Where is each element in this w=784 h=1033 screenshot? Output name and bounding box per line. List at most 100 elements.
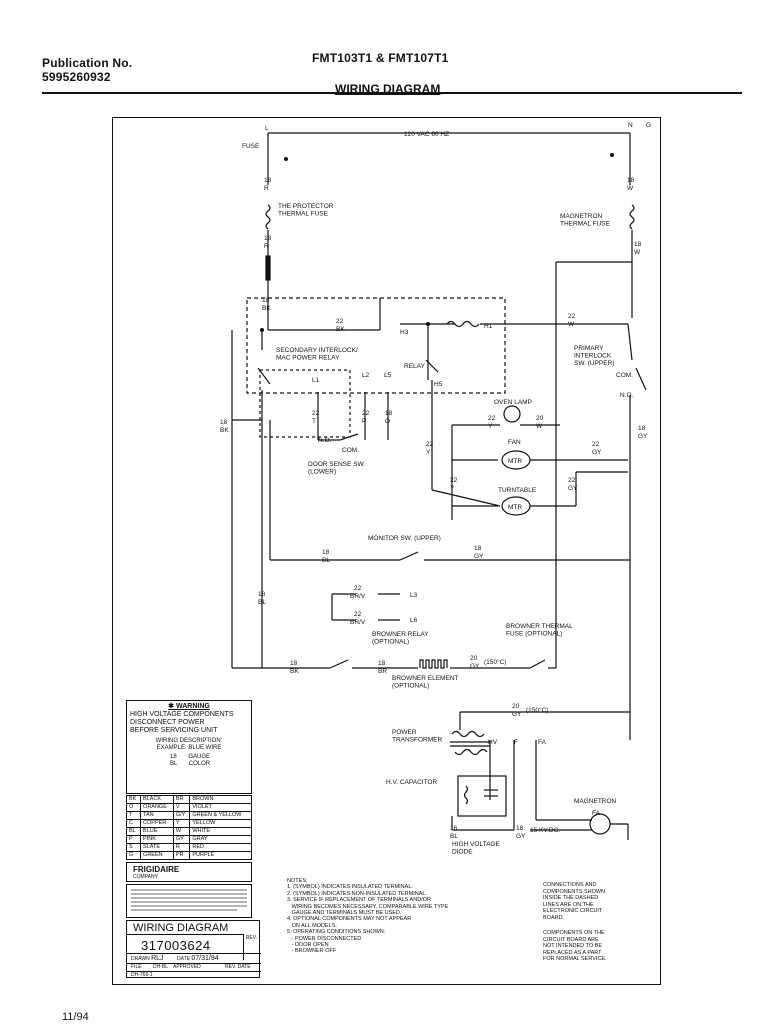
svg-text:GY: GY [512,711,522,718]
side-note-line: CIRCUIT BOARD ARE [543,936,599,943]
fuse-label: FUSE [242,143,260,150]
oven-lamp-label: OVEN LAMP [494,399,532,406]
publication-number: 5995260932 [42,70,111,84]
svg-text:18: 18 [516,825,524,832]
color-table-cell: BL [125,827,142,836]
color-table-cell: GRAY [189,835,252,844]
color-table-cell: YELLOW [189,819,252,828]
color-table-cell: C [125,819,142,828]
svg-text:22: 22 [354,585,362,592]
side-note-line: COMPONENTS ON THE [543,930,605,936]
magnetron-label: MAGNETRON [574,798,617,805]
note-line: 5. OPERATING CONDITIONS SHOWN: [287,929,386,936]
note-line: 1. (SYMBOL) INDICATES INSULATED TERMINAL… [287,884,413,891]
svg-text:BK: BK [290,668,299,675]
color-label: COLOR [188,761,211,767]
svg-text:H5: H5 [434,381,443,388]
svg-text:P: P [362,418,366,425]
note-line: - BROWNER OFF [287,948,337,955]
note-line: GAUGE AND TERMINALS MUST BE USED. [287,910,402,917]
approved-label: APPROVED [173,964,201,970]
svg-text:BL: BL [258,599,266,606]
color-table-cell: BROWN [189,795,252,804]
side-note-line: ELECTRONIC CIRCUIT [543,908,603,915]
supply-label: 120 VAC 60 HZ [404,131,449,138]
svg-text:(150°C): (150°C) [484,658,506,666]
svg-text:18: 18 [258,591,266,598]
terminal-l: L [265,125,269,132]
color-table-cell: G/Y [172,811,191,820]
color-table-cell: PINK [140,835,174,844]
fan-label: FAN [508,439,521,446]
model-numbers: FMT103T1 & FMT107T1 [312,51,449,65]
svg-text:18: 18 [290,660,298,667]
svg-text:R: R [264,185,269,192]
kvdc-label: 15 KV.DC. [530,827,560,834]
svg-text:20: 20 [536,415,544,422]
svg-text:BL: BL [322,557,330,564]
code-value: DH-766-1 [131,972,153,978]
svg-text:Y: Y [426,449,431,456]
svg-text:22: 22 [488,415,496,422]
side-note-line: COMPONENTS SHOWN [543,888,606,895]
drawn-label: DRAWN [131,956,150,962]
title-block-title: WIRING DIAGRAM [133,922,229,934]
svg-text:GY: GY [516,833,526,840]
note-line: 2. (SYMBOL) INDICATES NON-INSULATED TERM… [287,890,427,897]
color-table-cell: W [172,827,191,836]
svg-text:W: W [536,423,543,430]
warning-line-2: DISCONNECT POWER [130,719,205,726]
color-table-cell: PR [172,851,191,860]
color-table-cell: V [172,803,191,812]
svg-text:22: 22 [354,611,362,618]
svg-text:18: 18 [385,410,393,417]
brand-sub: COMPANY [133,874,158,880]
brand-box: FRIGIDAIRE COMPANY [126,862,252,882]
color-table-cell: BLACK [140,795,174,804]
svg-text:20: 20 [512,703,520,710]
svg-text:18: 18 [262,297,270,304]
svg-text:18: 18 [378,660,386,667]
diagram-frame [112,117,661,985]
svg-text:BR/V: BR/V [350,593,366,600]
color-table-cell: TAN [140,811,174,820]
side-note-line: LINES ARE ON THE [543,901,594,908]
color-table-cell: Y [172,819,191,828]
svg-text:W: W [634,249,641,256]
svg-text:22: 22 [426,441,434,448]
svg-text:16: 16 [450,825,458,832]
svg-text:BR: BR [378,668,387,675]
turntable-label: TURNTABLE [498,487,537,494]
color-table-cell: COPPER [140,819,174,828]
color-table-cell: T [125,811,142,820]
color-table-cell: GREEN & YELLOW [189,811,252,820]
notes: NOTES: 1. (SYMBOL) INDICATES INSULATED T… [287,878,507,955]
turntable-motor: MTR [508,504,522,511]
color-table-cell: G [125,851,142,860]
color-table-cell: R [172,843,191,852]
color-table-cell: RED [189,843,252,852]
svg-text:18: 18 [264,177,272,184]
svg-text:R: R [264,243,269,250]
svg-text:18: 18 [627,177,635,184]
svg-text:18: 18 [474,545,482,552]
notes-heading: NOTES: [287,878,308,884]
svg-text:22: 22 [592,441,600,448]
svg-text:BK: BK [220,427,229,434]
color-table-cell: GY [172,835,191,844]
rev-label: REV. [245,935,257,941]
terminal-g: G [646,122,651,129]
svg-text:FA: FA [592,810,601,817]
color-table-cell: S [125,843,142,852]
relay-label: RELAY [404,363,425,370]
svg-text:N.O.: N.O. [620,392,634,399]
color-table-cell: BK [125,795,142,804]
color-table-cell: O [125,803,142,812]
